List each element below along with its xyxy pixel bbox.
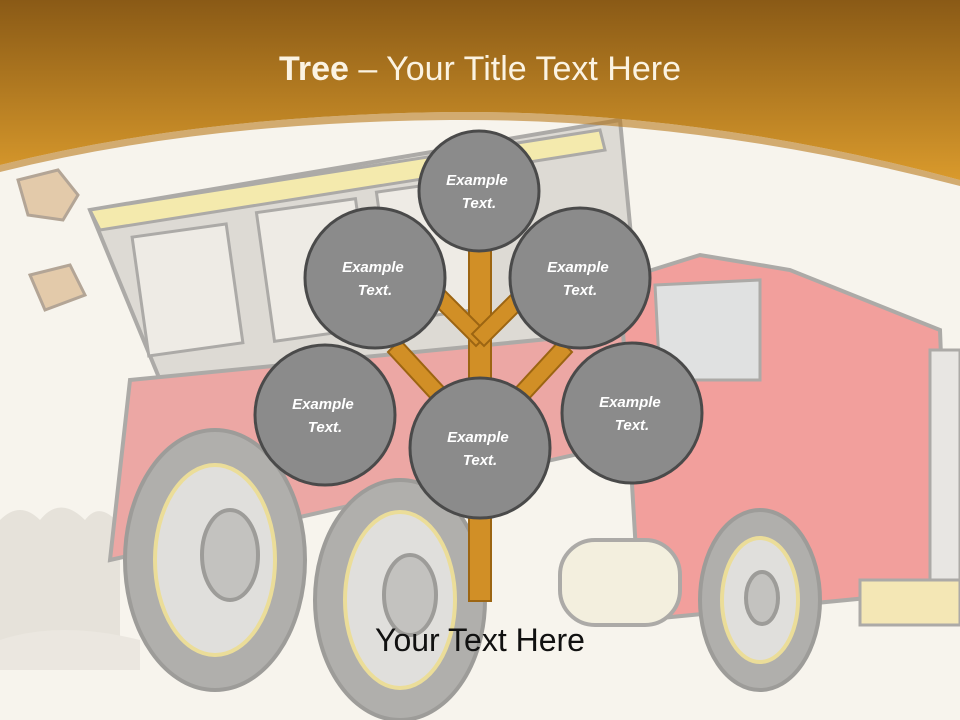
title-text: Your Title Text Here: [386, 50, 681, 88]
node-circle: [253, 343, 397, 487]
node-lower-right[interactable]: Example Text.: [560, 341, 704, 485]
node-label-line2: Text.: [563, 282, 597, 299]
node-label-line2: Text.: [308, 419, 342, 436]
node-label-line2: Text.: [615, 417, 649, 434]
node-label-line1: Example: [446, 172, 508, 189]
node-lower-left[interactable]: Example Text.: [253, 343, 397, 487]
node-label-line1: Example: [547, 259, 609, 276]
node-label: Example Text.: [342, 259, 408, 299]
node-circle: [417, 129, 541, 253]
node-label-line1: Example: [342, 259, 404, 276]
node-circle: [508, 206, 652, 350]
node-circle: [303, 206, 447, 350]
node-label-line2: Text.: [358, 282, 392, 299]
title-keyword: Tree: [279, 50, 349, 88]
node-circle: [560, 341, 704, 485]
node-upper-left[interactable]: Example Text.: [303, 206, 447, 350]
node-label: Example Text.: [292, 396, 358, 436]
node-center[interactable]: Example Text.: [408, 376, 552, 520]
footer-text: Your Text Here: [375, 622, 585, 658]
title-separator: –: [348, 50, 387, 88]
node-label-line2: Text.: [462, 195, 496, 212]
node-label: Example Text.: [547, 259, 613, 299]
node-label: Example Text.: [599, 394, 665, 434]
node-circle: [408, 376, 552, 520]
node-label: Example Text.: [447, 429, 513, 469]
slide-title: Tree – Your Title Text Here: [0, 50, 960, 89]
node-label-line1: Example: [447, 429, 509, 446]
node-label-line1: Example: [599, 394, 661, 411]
node-top[interactable]: Example Text.: [417, 129, 541, 253]
node-upper-right[interactable]: Example Text.: [508, 206, 652, 350]
node-label: Example Text.: [446, 172, 512, 212]
node-label-line2: Text.: [463, 452, 497, 469]
node-label-line1: Example: [292, 396, 354, 413]
